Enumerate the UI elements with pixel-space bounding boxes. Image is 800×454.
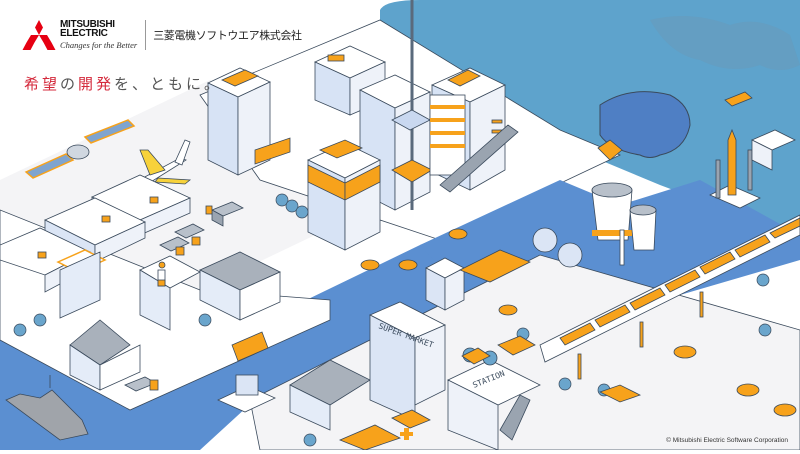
brand-slogan: Changes for the Better — [60, 40, 138, 51]
supermarket-station — [338, 249, 541, 451]
person — [139, 255, 201, 331]
brand-line1: MITSUBISHI — [60, 19, 115, 31]
logo-divider — [145, 20, 147, 50]
tagline: 希望の開発を、ともに。 — [24, 73, 222, 94]
railway — [539, 214, 800, 380]
warehouses — [0, 174, 191, 319]
brand-line2: ELECTRIC — [60, 28, 108, 40]
trucks — [124, 201, 244, 392]
satellite — [24, 119, 136, 179]
tagline-segment: を、ともに。 — [114, 75, 223, 93]
header-logo[interactable]: MITSUBISHI ELECTRIC Changes for the Bett… — [22, 20, 302, 50]
company-name: 三菱電機ソフトウエア株式会社 — [153, 29, 302, 42]
mitsubishi-three-diamonds-icon — [22, 20, 56, 50]
tagline-segment: 希望 — [24, 75, 61, 93]
logo-wordmark: MITSUBISHI ELECTRIC Changes for the Bett… — [60, 20, 137, 50]
houses — [69, 251, 642, 431]
tagline-segment: の — [60, 75, 79, 93]
rocket-pad — [709, 91, 796, 209]
ship — [5, 375, 89, 441]
copyright: © Mitsubishi Electric Software Corporati… — [666, 437, 788, 444]
ac-units — [217, 331, 276, 413]
downtown — [207, 0, 519, 251]
sea — [380, 0, 800, 235]
cars — [360, 228, 797, 417]
power-plant — [532, 139, 657, 268]
trees — [13, 193, 772, 447]
tagline-segment: 開発 — [78, 75, 115, 93]
